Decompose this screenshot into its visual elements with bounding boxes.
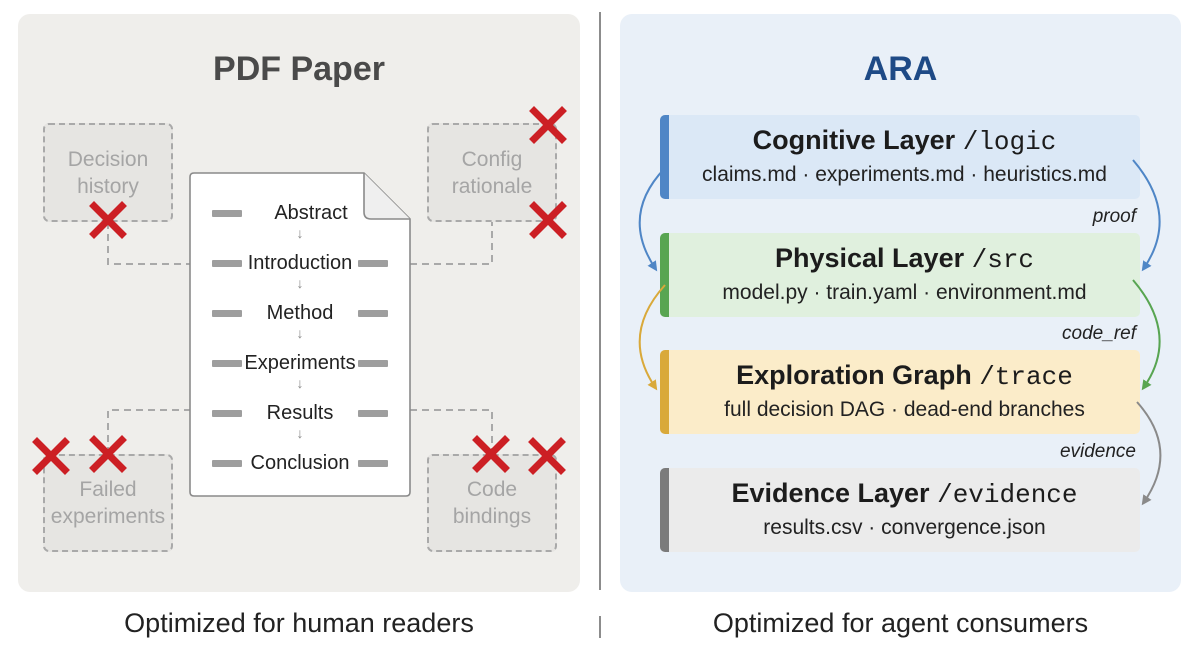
connector-failed-experiments (107, 409, 190, 454)
section-experiments: Experiments (190, 350, 410, 376)
layer-files: claims.md · experiments.md · heuristics.… (702, 163, 1107, 186)
cross-icon (529, 106, 567, 144)
arrow-down-icon: ↓ (296, 375, 304, 391)
layer-exploration: Exploration Graph /trace full decision D… (660, 350, 1140, 434)
text-line-icon (358, 460, 388, 467)
connector-code-bindings (410, 409, 493, 454)
document-shape (189, 172, 411, 497)
text-line-icon (358, 310, 388, 317)
pdf-paper-title: PDF Paper (213, 50, 385, 88)
arrow-down-icon: ↓ (296, 275, 304, 291)
layer-accent-bar (660, 115, 669, 199)
connector-decision-history (107, 222, 190, 265)
cross-icon (529, 201, 567, 239)
arrow-down-icon: ↓ (296, 425, 304, 441)
layer-path: /evidence (937, 480, 1078, 510)
section-method: Method (190, 300, 410, 326)
section-label: Results (266, 401, 334, 424)
layer-title: Cognitive Layer /logic (669, 125, 1140, 157)
section-results: Results (190, 400, 410, 426)
edge-label-proof: proof (1092, 206, 1136, 227)
text-line-icon (358, 260, 388, 267)
arrow-physical-right (1132, 279, 1161, 391)
layer-title: Evidence Layer /evidence (669, 478, 1140, 510)
cross-icon (89, 201, 127, 239)
text-line-icon (212, 260, 242, 267)
missing-decision-history-label: Decision history (67, 147, 149, 198)
text-line-icon (212, 310, 242, 317)
layer-name: Evidence Layer (731, 478, 930, 508)
layer-path: /logic (962, 127, 1057, 157)
section-label: Abstract (274, 201, 348, 224)
section-label: Method (266, 301, 334, 324)
section-label: Introduction (247, 251, 353, 274)
cross-icon (32, 437, 70, 475)
layer-physical: Physical Layer /src model.py · train.yam… (660, 233, 1140, 317)
arrow-down-icon: ↓ (296, 325, 304, 341)
text-line-icon (212, 460, 242, 467)
arrow-exploration-right (1136, 401, 1162, 506)
layer-accent-bar (660, 350, 669, 434)
layer-evidence: Evidence Layer /evidence results.csv · c… (660, 468, 1140, 552)
text-line-icon (212, 360, 242, 367)
text-line-icon (212, 410, 242, 417)
layer-title: Exploration Graph /trace (669, 360, 1140, 392)
document-fold (363, 173, 410, 220)
edge-label-evidence: evidence (1059, 441, 1136, 462)
arrow-cognitive-left (638, 167, 666, 272)
text-line-icon (212, 210, 242, 217)
cross-icon (472, 435, 510, 473)
layer-name: Physical Layer (774, 243, 965, 273)
caption-divider (599, 616, 601, 638)
edge-label-code-ref: code_ref (1062, 323, 1136, 344)
arrow-physical-left (638, 284, 666, 391)
layer-accent-bar (660, 468, 669, 552)
layer-name: Exploration Graph (736, 360, 972, 390)
left-caption: Optimized for human readers (124, 608, 474, 638)
missing-config-rationale-label: Config rationale (451, 147, 533, 198)
arrow-down-icon: ↓ (296, 225, 304, 241)
text-line-icon (358, 360, 388, 367)
section-label: Conclusion (250, 451, 350, 474)
layer-path: /trace (979, 362, 1073, 392)
section-introduction: Introduction (190, 250, 410, 276)
layer-cognitive: Cognitive Layer /logic claims.md · exper… (660, 115, 1140, 199)
layer-files: results.csv · convergence.json (763, 516, 1046, 539)
arrow-cognitive-right (1132, 159, 1161, 272)
layer-title: Physical Layer /src (669, 243, 1140, 275)
right-caption: Optimized for agent consumers (712, 608, 1089, 638)
section-conclusion: Conclusion (190, 450, 410, 476)
layer-accent-bar (660, 233, 669, 317)
divider-line (599, 12, 601, 590)
cross-icon (528, 437, 566, 475)
connector-config-rationale (410, 222, 493, 265)
text-line-icon (358, 410, 388, 417)
layer-path: /src (971, 245, 1035, 275)
section-label: Experiments (244, 351, 356, 374)
layer-files: full decision DAG · dead-end branches (724, 398, 1085, 421)
cross-icon (89, 435, 127, 473)
missing-code-bindings-label: Code bindings (452, 478, 532, 528)
paper-document: Abstract ↓ Introduction ↓ Method ↓ Exper… (190, 173, 410, 496)
missing-failed-experiments: Failed experiments (43, 454, 173, 552)
section-abstract: Abstract (190, 200, 410, 226)
layer-files: model.py · train.yaml · environment.md (722, 281, 1087, 304)
ara-title: ARA (863, 50, 938, 88)
missing-failed-experiments-label: Failed experiments (50, 478, 166, 528)
layer-name: Cognitive Layer (752, 125, 956, 155)
